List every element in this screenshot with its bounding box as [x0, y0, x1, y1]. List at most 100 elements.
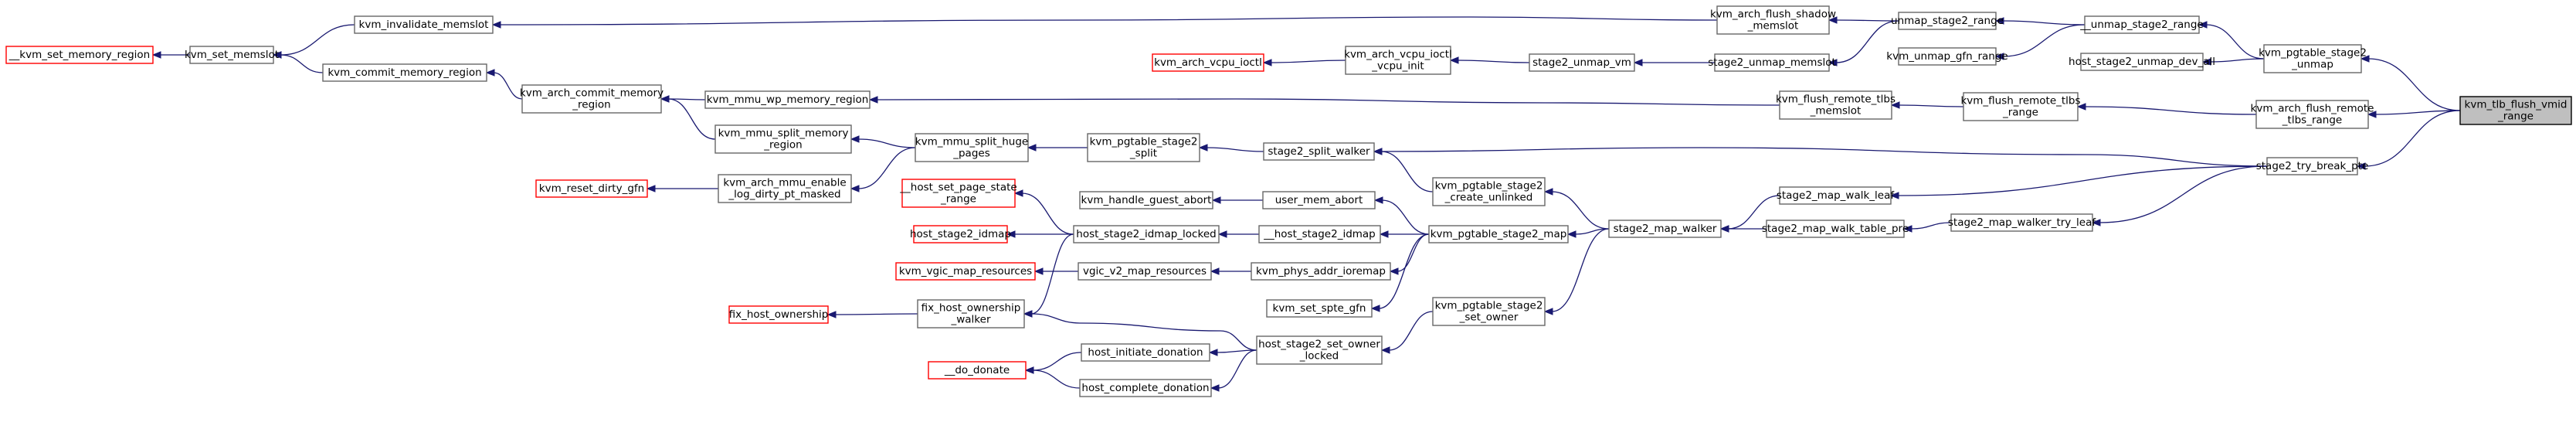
node-kvm-arch-mmu-enable-log-dirty-pt-masked[interactable]: kvm_arch_mmu_enable_log_dirty_pt_masked — [718, 174, 852, 203]
node-kvm-arch-vcpu-ioctl[interactable]: kvm_arch_vcpu_ioctl — [1152, 53, 1264, 72]
node-box — [901, 179, 1016, 208]
node-host-stage2-unmap-dev-all[interactable]: host_stage2_unmap_dev_all — [2069, 53, 2215, 71]
node-host-complete-donation[interactable]: host_complete_donation — [1079, 379, 1212, 397]
edge-host-stage2-unmap-dev-all-to-pgtable-stage2-unmap — [2201, 58, 2265, 66]
node-box — [2266, 157, 2358, 175]
node-stage2-split-walker[interactable]: stage2_split_walker — [1263, 142, 1375, 161]
node-fix-host-ownership[interactable]: fix_host_ownership — [728, 305, 829, 324]
edge-kvm-arch-vcpu-ioctl-to-kvm-arch-vcpu-ioctl-vcpu-init — [1262, 59, 1346, 66]
node-stage2-map-walk-leaf[interactable]: stage2_map_walk_leaf — [1777, 186, 1896, 205]
node-label: _create_unlinked — [1444, 192, 1533, 204]
node-label: vgic_v2_map_resources — [1083, 265, 1207, 277]
node-host-stage2-set-owner-locked[interactable]: host_stage2_set_owner_locked — [1256, 335, 1383, 365]
edge-kvm-pgtable-stage2-create-unlinked-to-stage2-map-walker — [1543, 188, 1610, 230]
node-box — [1898, 47, 1997, 66]
node-label: _split — [1129, 148, 1157, 160]
node-kvm-arch-commit-memory-region[interactable]: kvm_arch_commit_memory_region — [520, 84, 664, 114]
node-box — [2084, 15, 2200, 34]
node-label: _region — [763, 139, 802, 152]
node-kvm-pgtable-stage2-map[interactable]: kvm_pgtable_stage2_map — [1428, 225, 1569, 243]
node---host-stage2-idmap[interactable]: __host_stage2_idmap — [1258, 225, 1381, 243]
node-label: kvm_pgtable_stage2 — [1435, 180, 1543, 192]
node-kvm-reset-dirty-gfn[interactable]: kvm_reset_dirty_gfn — [535, 179, 648, 198]
node-kvm-invalidate-memslot[interactable]: kvm_invalidate_memslot — [354, 15, 494, 34]
node-kvm-mmu-wp-memory-region[interactable]: kvm_mmu_wp_memory_region — [704, 90, 871, 109]
node-stage2-map-walk-table-pre[interactable]: stage2_map_walk_table_pre — [1762, 220, 1909, 238]
edge-stage2-map-walker-to-stage2-map-walk-table-pre — [1719, 225, 1767, 233]
node-box — [1073, 225, 1220, 243]
node-box — [1898, 12, 1997, 30]
node-vgic-v2-map-resources[interactable]: vgic_v2_map_resources — [1078, 262, 1212, 281]
node-box — [928, 361, 1027, 380]
node-host-stage2-idmap-locked[interactable]: host_stage2_idmap_locked — [1073, 225, 1220, 243]
node-kvm-commit-memory-region[interactable]: kvm_commit_memory_region — [322, 63, 487, 82]
node-kvm-arch-vcpu-ioctl-vcpu-init[interactable]: kvm_arch_vcpu_ioctl_vcpu_init — [1344, 46, 1452, 75]
node-label: stage2_map_walker — [1614, 223, 1717, 235]
node---kvm-set-memory-region[interactable]: __kvm_set_memory_region — [5, 46, 154, 64]
node-unmap-stage2-range[interactable]: unmap_stage2_range — [1891, 12, 2004, 30]
node-label: unmap_stage2_range — [1891, 15, 2004, 27]
edge-fix-host-ownership-walker-to-host-stage2-set-owner-locked — [1023, 310, 1257, 351]
node-kvm-set-memslot[interactable]: kvm_set_memslot — [185, 46, 279, 64]
edge-stage2-split-walker-to-stage2-try-break-pte — [1373, 147, 2268, 167]
node-stage2-map-walker[interactable]: stage2_map_walker — [1608, 220, 1722, 238]
edge-host-stage2-idmap-locked-to---host-stage2-idmap — [1217, 230, 1259, 238]
node-label: _unmap — [2291, 59, 2333, 71]
node-box — [322, 63, 487, 82]
node-kvm-pgtable-stage2-set-owner[interactable]: kvm_pgtable_stage2_set_owner — [1432, 297, 1546, 326]
node---host-set-page-state-range[interactable]: __host_set_page_state_range — [899, 179, 1017, 208]
node-label: _tlbs_range — [2282, 114, 2342, 127]
node-kvm-mmu-split-memory-region[interactable]: kvm_mmu_split_memory_region — [714, 124, 852, 154]
edge-kvm-commit-memory-region-to-kvm-arch-commit-memory-region — [485, 69, 523, 100]
node-kvm-vgic-map-resources[interactable]: kvm_vgic_map_resources — [895, 262, 1036, 281]
node-label: kvm_invalidate_memslot — [359, 19, 489, 31]
node---unmap-stage2-range[interactable]: __unmap_stage2_range — [2079, 15, 2204, 34]
node-box — [915, 133, 1029, 162]
node-label: _range — [2497, 111, 2534, 123]
node-kvm-arch-flush-shadow-memslot[interactable]: kvm_arch_flush_shadow_memslot — [1710, 5, 1836, 35]
node-kvm-unmap-gfn-range[interactable]: kvm_unmap_gfn_range — [1886, 47, 2008, 66]
node-kvm-set-spte-gfn[interactable]: kvm_set_spte_gfn — [1266, 299, 1373, 318]
node---do-donate[interactable]: __do_donate — [928, 361, 1027, 380]
node-box — [1428, 225, 1569, 243]
node-label: _range — [940, 193, 976, 206]
edge-kvm-mmu-split-huge-pages-to-kvm-pgtable-stage2-split — [1027, 144, 1088, 152]
node-stage2-map-walker-try-leaf[interactable]: stage2_map_walker_try_leaf — [1948, 213, 2096, 232]
node-label: kvm_pgtable_stage2 — [1435, 300, 1543, 312]
node-target[interactable]: kvm_tlb_flush_vmid_range — [2459, 96, 2572, 125]
node-fix-host-ownership-walker[interactable]: fix_host_ownership_walker — [917, 299, 1025, 329]
edge-stage2-map-walker-try-leaf-to-stage2-try-break-pte — [2091, 165, 2268, 226]
node-box — [1079, 191, 1213, 209]
node-kvm-flush-remote-tlbs-memslot[interactable]: kvm_flush_remote_tlbs_memslot — [1776, 90, 1896, 120]
node-box — [1256, 335, 1383, 365]
node-label: _walker — [950, 314, 990, 326]
node-box — [1963, 92, 2079, 121]
node-pgtable-stage2-unmap[interactable]: kvm_pgtable_stage2_unmap — [2259, 44, 2367, 73]
node-stage2-unmap-vm[interactable]: stage2_unmap_vm — [1529, 53, 1635, 72]
node-stage2-unmap-memslot[interactable]: stage2_unmap_memslot — [1708, 53, 1836, 72]
node-kvm-mmu-split-huge-pages[interactable]: kvm_mmu_split_huge_pages — [915, 133, 1029, 162]
edge-host-stage2-idmap-to-host-stage2-idmap-locked — [1006, 230, 1074, 238]
node-arch-flush-remote-tlbs-range[interactable]: kvm_arch_flush_remote_tlbs_range — [2251, 100, 2374, 129]
node-stage2-try-break-pte[interactable]: stage2_try_break_pte — [2256, 157, 2369, 175]
node-user-mem-abort[interactable]: user_mem_abort — [1262, 191, 1376, 209]
node-kvm-pgtable-stage2-split[interactable]: kvm_pgtable_stage2_split — [1087, 133, 1200, 162]
node-label: kvm_pgtable_stage2 — [2259, 47, 2367, 60]
node-kvm-handle-guest-abort[interactable]: kvm_handle_guest_abort — [1079, 191, 1213, 209]
node-box — [5, 46, 154, 64]
node-kvm-flush-remote-tlbs-range[interactable]: kvm_flush_remote_tlbs_range — [1960, 92, 2081, 121]
node-label: _log_dirty_pt_masked — [728, 189, 840, 201]
node-label: stage2_map_walk_leaf — [1777, 189, 1896, 202]
node-box — [1251, 262, 1391, 281]
node-box — [1263, 142, 1375, 161]
edge-kvm-set-memslot-to-kvm-invalidate-memslot — [272, 24, 355, 59]
node-kvm-phys-addr-ioremap[interactable]: kvm_phys_addr_ioremap — [1251, 262, 1391, 281]
edge-kvm-vgic-map-resources-to-vgic-v2-map-resources — [1033, 267, 1079, 275]
node-kvm-pgtable-stage2-create-unlinked[interactable]: kvm_pgtable_stage2_create_unlinked — [1432, 177, 1546, 206]
node-box — [2263, 44, 2362, 73]
node-host-stage2-idmap[interactable]: host_stage2_idmap — [910, 225, 1011, 243]
edge-host-initiate-donation-to-host-stage2-set-owner-locked — [1208, 349, 1257, 356]
edge-vgic-v2-map-resources-to-kvm-phys-addr-ioremap — [1210, 267, 1252, 275]
node-host-initiate-donation[interactable]: host_initiate_donation — [1081, 343, 1210, 362]
